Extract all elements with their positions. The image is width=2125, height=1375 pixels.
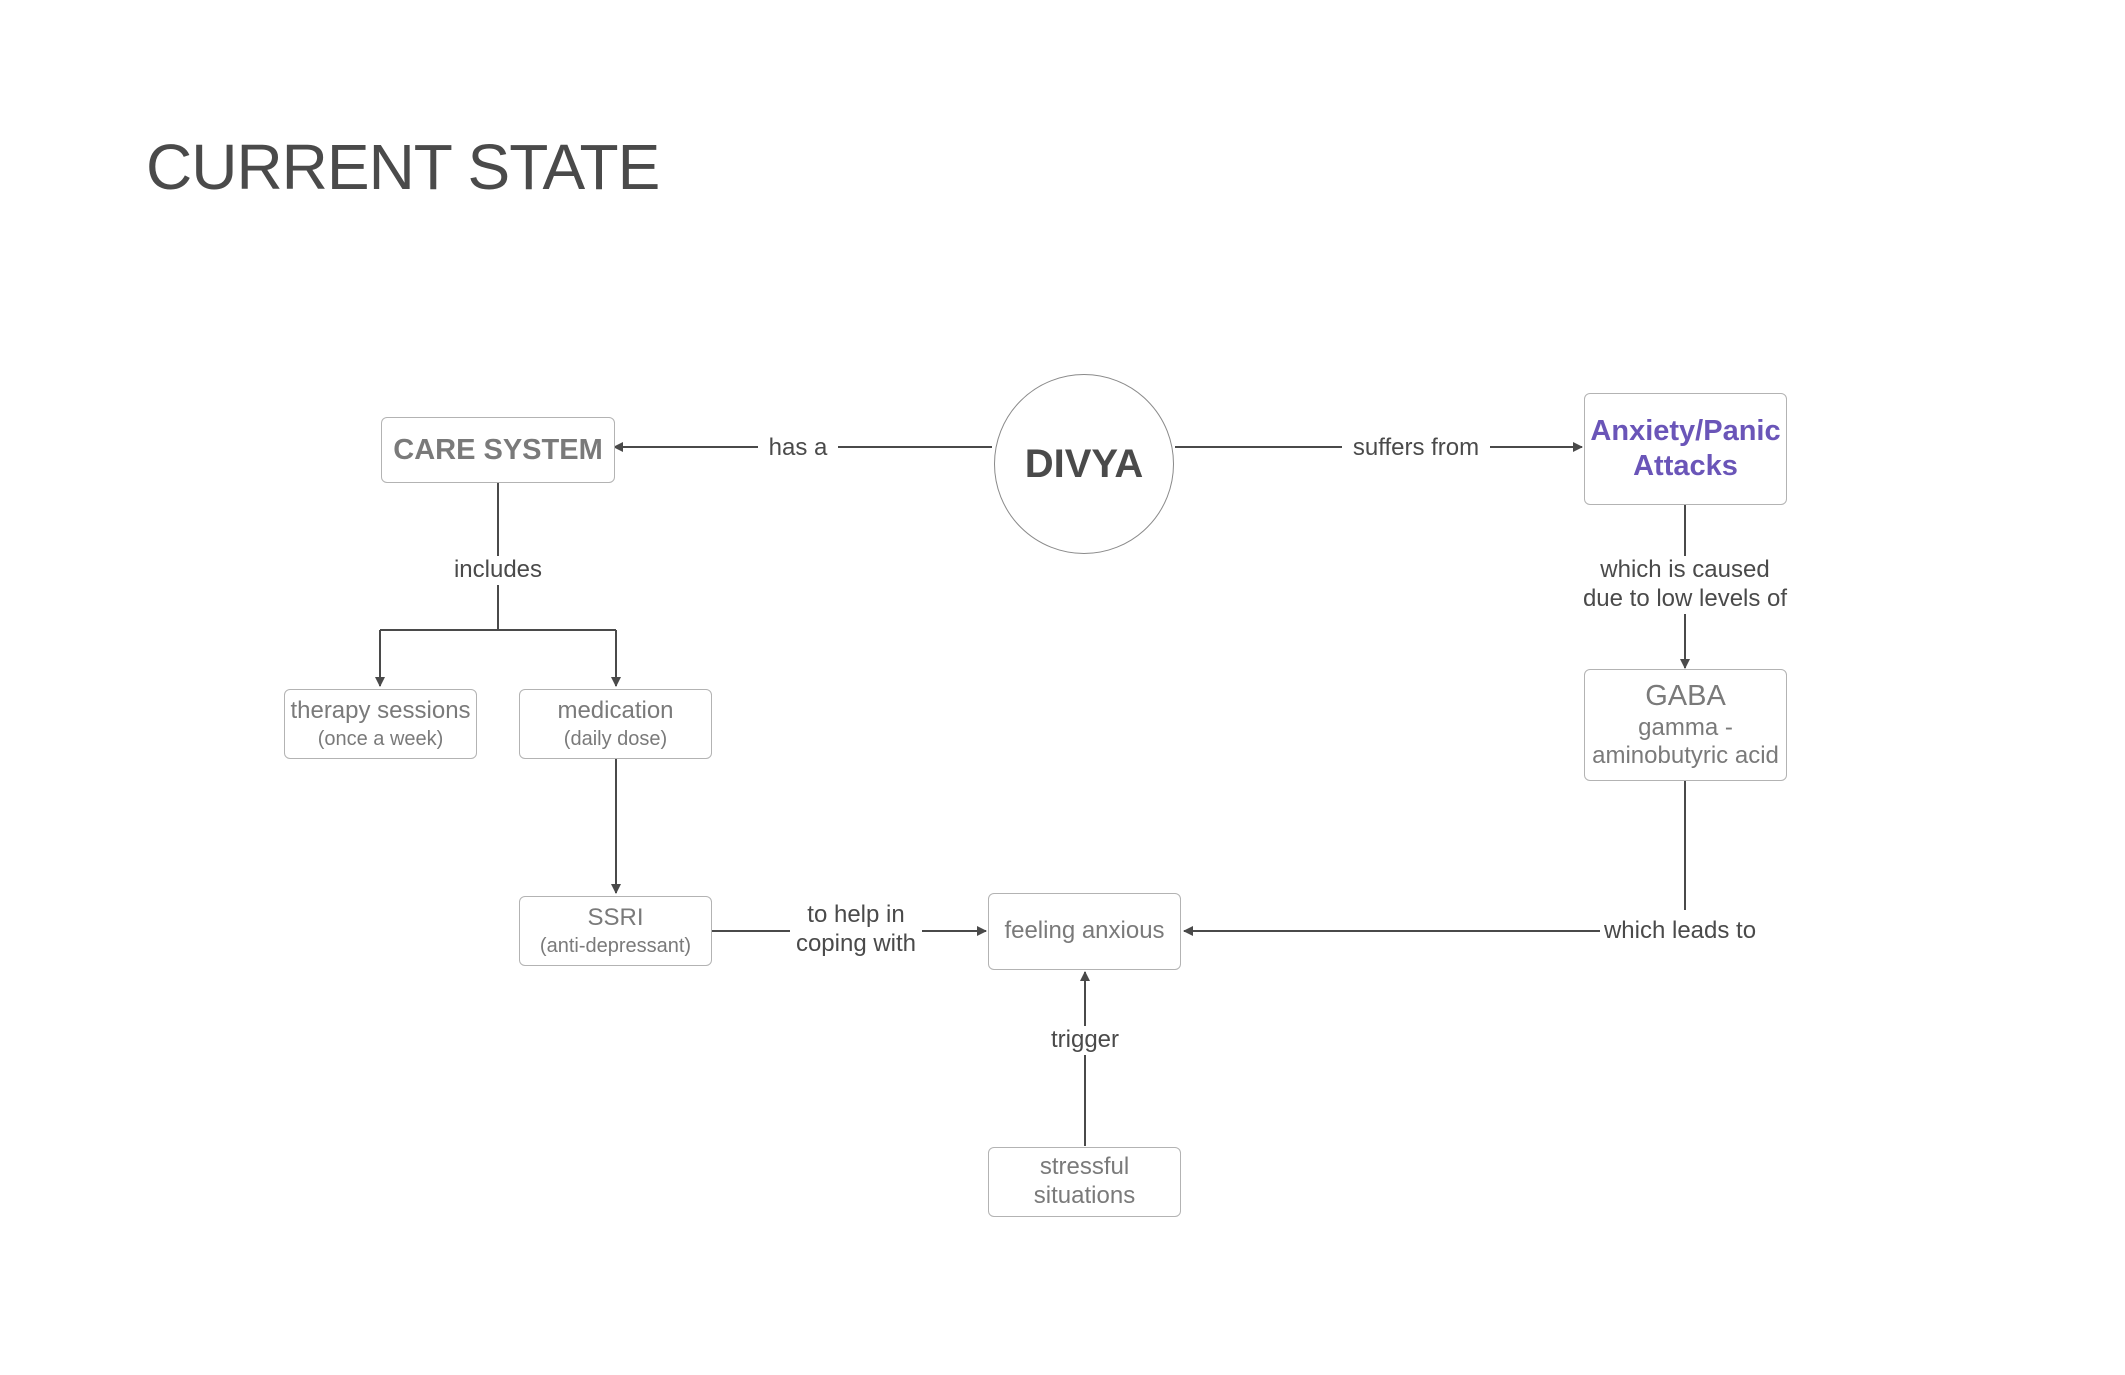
- node-medication: medication (daily dose): [519, 689, 712, 759]
- node-anxiety: Anxiety/Panic Attacks: [1584, 393, 1787, 505]
- edge-label-suffers-from: suffers from: [1342, 434, 1490, 463]
- edge-label-has-a: has a: [758, 434, 838, 463]
- edge-label-leads-to: which leads to: [1600, 917, 1760, 946]
- edge-label-includes: includes: [448, 556, 548, 585]
- edge-label-caused: which is caused due to low levels of: [1580, 556, 1790, 614]
- node-divya-label: DIVYA: [1024, 441, 1144, 486]
- node-ssri: SSRI (anti-depressant): [519, 896, 712, 966]
- node-care-system-label: CARE SYSTEM: [393, 433, 603, 466]
- node-care-system: CARE SYSTEM: [381, 417, 615, 483]
- node-gaba: GABA gamma - aminobutyric acid: [1584, 669, 1787, 781]
- node-feeling-anxious: feeling anxious: [988, 893, 1181, 970]
- node-divya: DIVYA: [994, 374, 1174, 554]
- node-therapy-sessions: therapy sessions (once a week): [284, 689, 477, 759]
- edge-label-trigger: trigger: [1045, 1026, 1125, 1055]
- page-title: CURRENT STATE: [146, 131, 660, 203]
- node-stressful-situations: stressful situations: [988, 1147, 1181, 1217]
- edge-label-help: to help in coping with: [790, 901, 922, 959]
